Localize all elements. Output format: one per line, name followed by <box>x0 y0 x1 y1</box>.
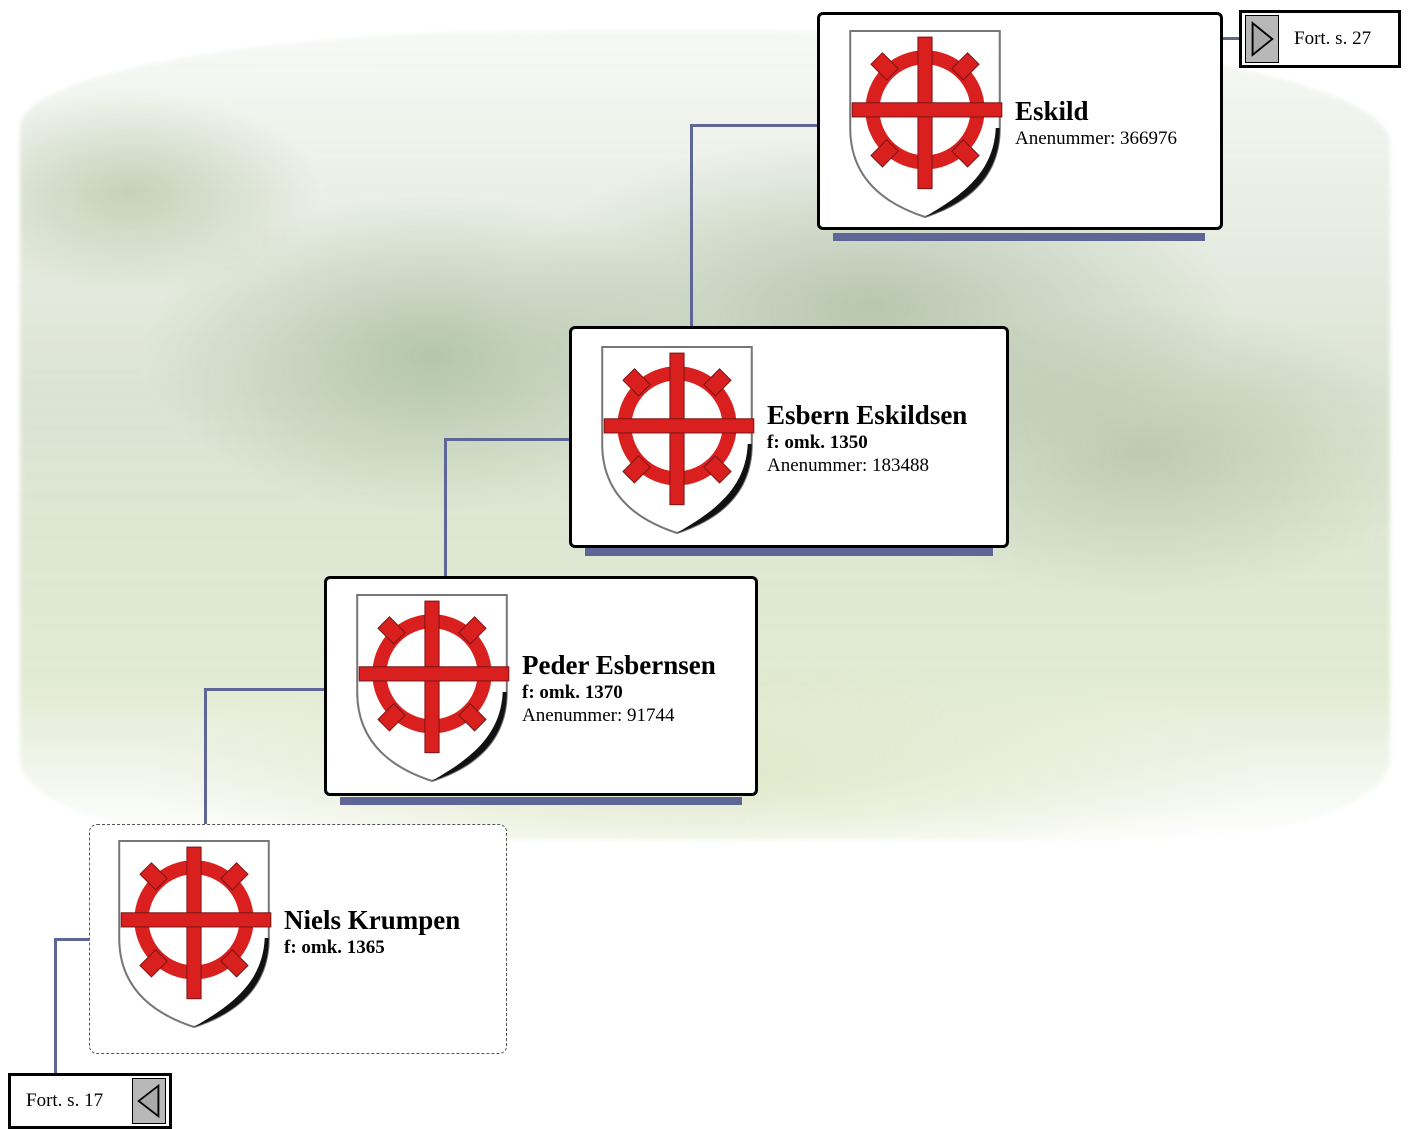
person-card-niels-krumpen[interactable]: Niels Krumpen f: omk. 1365 <box>89 824 507 1054</box>
person-card-esbern-eskildsen[interactable]: Esbern Eskildsen f: omk. 1350 Anenummer:… <box>569 326 1009 548</box>
coat-of-arms-icon <box>349 591 515 783</box>
connector-line <box>444 438 447 579</box>
next-page-label: Fort. s. 27 <box>1294 28 1372 49</box>
connector-line <box>54 938 57 1075</box>
coat-of-arms-icon <box>842 27 1008 219</box>
birth-text: f: omk. 1365 <box>284 937 385 958</box>
prev-page-label: Fort. s. 17 <box>26 1090 104 1111</box>
connector-line <box>691 124 819 127</box>
card-shadow <box>585 548 993 556</box>
person-info: Esbern Eskildsen f: omk. 1350 Anenummer:… <box>767 399 967 477</box>
connector-line <box>55 938 91 941</box>
connector-line <box>1220 37 1242 40</box>
coat-of-arms-icon <box>111 837 277 1029</box>
birth-text: f: omk. 1350 <box>767 432 868 453</box>
person-info: Niels Krumpen f: omk. 1365 <box>284 904 460 959</box>
person-name: Peder Esbernsen <box>522 650 716 680</box>
connector-line <box>690 124 693 328</box>
coat-of-arms-icon <box>594 343 760 535</box>
person-info: Eskild Anenummer: 366976 <box>1015 95 1177 150</box>
triangle-right-icon[interactable] <box>1245 15 1279 63</box>
person-card-peder-esbernsen[interactable]: Peder Esbernsen f: omk. 1370 Anenummer: … <box>324 576 758 796</box>
anenummer-text: Anenummer: 91744 <box>522 705 675 726</box>
anenummer-text: Anenummer: 183488 <box>767 455 930 476</box>
person-card-eskild[interactable]: Eskild Anenummer: 366976 <box>817 12 1223 230</box>
connector-line <box>204 688 207 826</box>
person-name: Eskild <box>1015 96 1089 126</box>
triangle-left-icon[interactable] <box>132 1078 166 1124</box>
card-shadow <box>833 233 1205 241</box>
prev-page-box[interactable]: Fort. s. 17 <box>8 1073 172 1129</box>
connector-line <box>445 438 571 441</box>
person-name: Esbern Eskildsen <box>767 400 968 430</box>
birth-text: f: omk. 1370 <box>522 682 623 703</box>
person-name: Niels Krumpen <box>284 905 461 935</box>
connector-line <box>205 688 327 691</box>
anenummer-text: Anenummer: 366976 <box>1015 128 1178 149</box>
next-page-box[interactable]: Fort. s. 27 <box>1239 10 1401 68</box>
card-shadow <box>340 797 742 805</box>
person-info: Peder Esbernsen f: omk. 1370 Anenummer: … <box>522 649 716 727</box>
